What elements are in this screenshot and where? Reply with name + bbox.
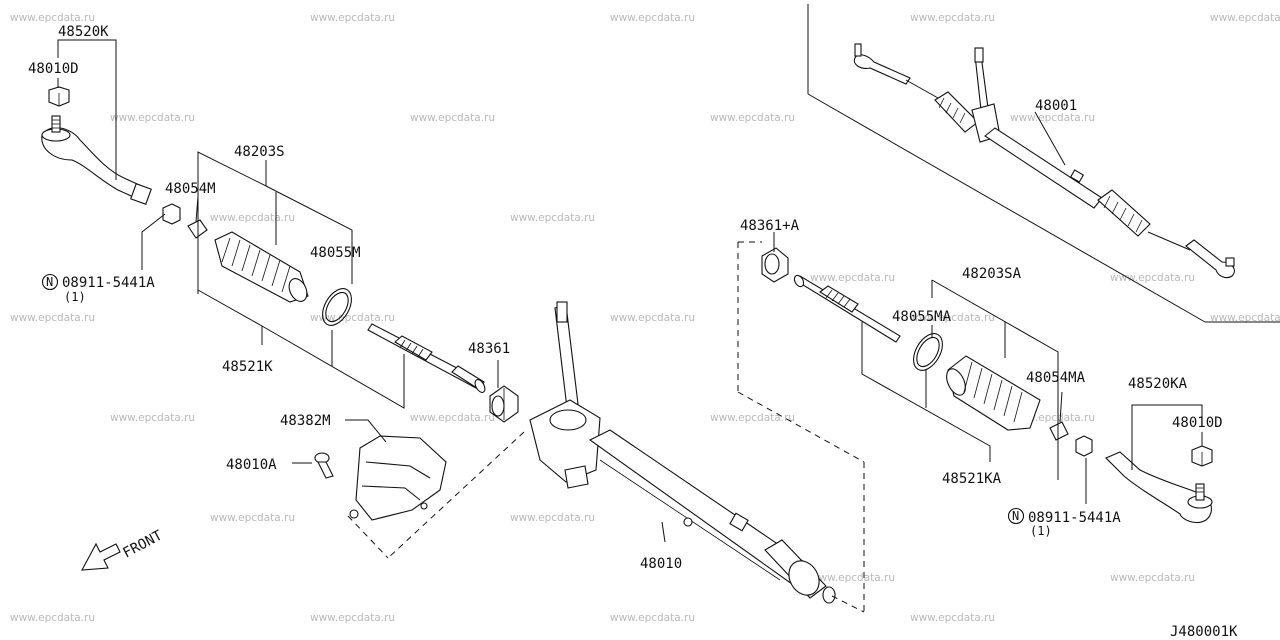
label-48520KA: 48520KA	[1128, 376, 1188, 392]
label-48203SA: 48203SA	[962, 266, 1022, 282]
band-48055MA	[913, 333, 943, 371]
watermark: www.epcdata.ru	[1010, 112, 1095, 124]
watermark: www.epcdata.ru	[310, 312, 395, 324]
label-08911-left-qty: (1)	[64, 290, 86, 304]
label-48001: 48001	[1035, 98, 1077, 114]
label-08911-right-qty: (1)	[1030, 524, 1052, 538]
front-label: FRONT	[120, 527, 165, 561]
label-48010D-right: 48010D	[1172, 415, 1223, 431]
watermark-layer: www.epcdata.ru www.epcdata.ru www.epcdat…	[10, 12, 1280, 624]
diagram-code: J480001K	[1170, 624, 1238, 640]
label-48361: 48361	[468, 341, 510, 357]
label-48054M: 48054M	[165, 181, 216, 197]
watermark: www.epcdata.ru	[110, 412, 195, 424]
watermark: www.epcdata.ru	[210, 212, 295, 224]
watermark: www.epcdata.ru	[910, 312, 995, 324]
label-48361A: 48361+A	[740, 218, 800, 234]
leader-lines	[57, 4, 1280, 613]
label-48010D-left: 48010D	[28, 61, 79, 77]
boot-48203S	[214, 231, 309, 303]
dust-cover-48382M	[349, 435, 447, 521]
lock-nut-left	[162, 203, 181, 225]
label-48382M: 48382M	[280, 413, 331, 429]
inner-socket-48521K	[367, 323, 486, 393]
watermark: www.epcdata.ru	[1210, 312, 1280, 324]
label-48203S: 48203S	[234, 144, 285, 160]
watermark: www.epcdata.ru	[810, 272, 895, 284]
watermark: www.epcdata.ru	[10, 12, 95, 24]
bushing-48361A	[761, 247, 789, 283]
boot-48203SA	[946, 355, 1041, 431]
watermark: www.epcdata.ru	[910, 612, 995, 624]
watermark: www.epcdata.ru	[910, 12, 995, 24]
watermark: www.epcdata.ru	[610, 12, 695, 24]
n-symbol-right: N	[1007, 507, 1025, 525]
bushing-48361	[489, 385, 519, 423]
bolt-48010A	[314, 452, 334, 479]
n-symbol-left: N	[41, 273, 59, 291]
watermark: www.epcdata.ru	[10, 612, 95, 624]
label-08911-right: 08911-5441A	[1028, 510, 1121, 526]
watermark: www.epcdata.ru	[410, 412, 495, 424]
label-48520K: 48520K	[58, 24, 109, 40]
watermark: www.epcdata.ru	[310, 612, 395, 624]
watermark: www.epcdata.ru	[610, 612, 695, 624]
watermark: www.epcdata.ru	[710, 112, 795, 124]
outer-tie-rod-left	[41, 115, 152, 205]
inner-socket-48521KA	[793, 274, 901, 343]
watermark: www.epcdata.ru	[510, 212, 595, 224]
watermark: www.epcdata.ru	[10, 312, 95, 324]
label-48055M: 48055M	[310, 245, 361, 261]
lock-nut-right	[1075, 435, 1093, 457]
label-48521KA: 48521KA	[942, 471, 1002, 487]
watermark: www.epcdata.ru	[110, 112, 195, 124]
steering-rack-48010	[529, 301, 836, 604]
n-symbol-text: N	[1012, 509, 1019, 523]
label-08911-left: 08911-5441A	[62, 275, 155, 291]
front-direction-arrow: FRONT	[81, 527, 166, 571]
clamp-48054MA	[1049, 421, 1069, 441]
label-48054MA: 48054MA	[1026, 370, 1086, 386]
watermark: www.epcdata.ru	[610, 312, 695, 324]
watermark: www.epcdata.ru	[710, 412, 795, 424]
part-labels: 48520K 48010D 48203S 48054M 48055M 08911…	[28, 24, 1238, 640]
watermark: www.epcdata.ru	[310, 12, 395, 24]
watermark: www.epcdata.ru	[1210, 12, 1280, 24]
nut-48010D-left	[48, 86, 70, 107]
watermark: www.epcdata.ru	[410, 112, 495, 124]
nut-48010D-right	[1191, 445, 1213, 467]
n-symbol-text: N	[46, 275, 53, 289]
complete-gear-assy-48001	[853, 43, 1235, 279]
watermark: www.epcdata.ru	[1110, 272, 1195, 284]
label-48010A: 48010A	[226, 457, 277, 473]
label-48521K: 48521K	[222, 359, 273, 375]
watermark: www.epcdata.ru	[210, 512, 295, 524]
label-48010: 48010	[640, 556, 682, 572]
watermark: www.epcdata.ru	[1110, 572, 1195, 584]
band-48055M	[322, 288, 352, 326]
watermark: www.epcdata.ru	[810, 572, 895, 584]
label-48055MA: 48055MA	[892, 309, 952, 325]
watermark: www.epcdata.ru	[510, 512, 595, 524]
